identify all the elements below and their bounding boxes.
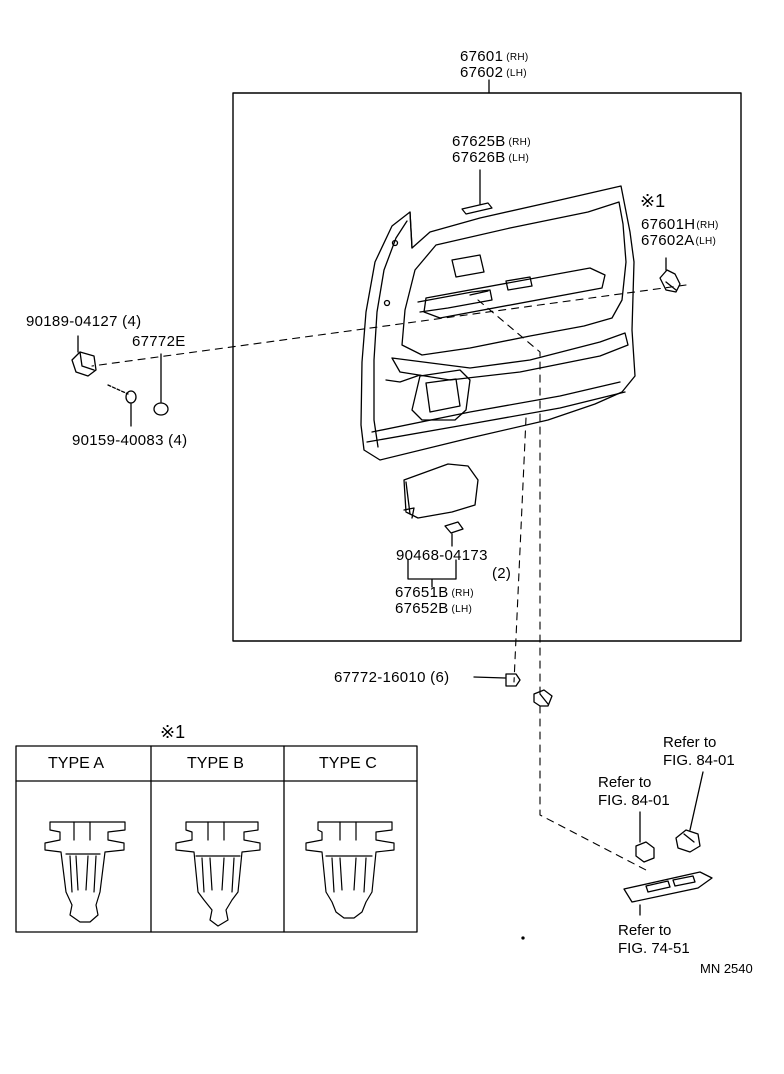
handle-part-rh: 67625B(RH) xyxy=(452,133,531,150)
nut-clip xyxy=(71,335,97,377)
fastener-clip-2 xyxy=(533,689,553,707)
retainer-qty: (2) xyxy=(492,565,512,582)
clip-type-c-drawing xyxy=(305,821,395,919)
fastener-part: 67772-16010 (6) xyxy=(334,669,450,686)
door-trim-panel xyxy=(360,185,636,461)
clip-type-b-drawing xyxy=(175,821,261,927)
cap-part: 67772E xyxy=(132,333,186,350)
switch-knob-1 xyxy=(635,811,655,863)
clip-note-marker: ※1 xyxy=(640,191,666,211)
handle-part-lh: 67626B(LH) xyxy=(452,149,530,166)
nut-clip-part: 90189-04127 (4) xyxy=(26,313,142,330)
assembly-frame xyxy=(232,92,742,642)
screw-cap xyxy=(153,353,169,416)
window-switch-base xyxy=(623,871,713,916)
clip-table-marker: ※1 xyxy=(160,722,186,742)
switch-knob-2 xyxy=(675,771,704,853)
ref-1-line-2: FIG. 84-01 xyxy=(663,752,735,769)
retainer-part: 90468-04173 xyxy=(396,547,488,564)
clip-dashed-line xyxy=(91,284,687,367)
clip-part-lh: 67602A(LH) xyxy=(641,232,717,249)
fastener-clip xyxy=(473,673,521,687)
clip-type-table xyxy=(15,745,418,933)
ref-3-line-1: Refer to xyxy=(618,922,672,939)
pocket-panel xyxy=(403,463,479,519)
switch-dashed-line xyxy=(477,299,647,871)
ref-1-line-1: Refer to xyxy=(663,734,717,751)
clip-type-b-header: TYPE B xyxy=(187,755,244,772)
clip-part-rh: 67601H(RH) xyxy=(641,216,719,233)
retainer-clip xyxy=(444,521,464,547)
screw xyxy=(107,384,137,427)
clip-type-a-drawing xyxy=(44,821,126,923)
figure-code: MN 2540 xyxy=(700,961,753,976)
pocket-bracket xyxy=(407,559,457,588)
screw-part: 90159-40083 (4) xyxy=(72,432,188,449)
panel-part-lh: 67602(LH) xyxy=(460,64,527,81)
ref-2-line-1: Refer to xyxy=(598,774,652,791)
fastener-dashed-line xyxy=(513,417,527,683)
ref-2-line-2: FIG. 84-01 xyxy=(598,792,670,809)
pocket-part-lh: 67652B(LH) xyxy=(395,600,473,617)
clip-type-a-header: TYPE A xyxy=(48,755,105,772)
panel-part-rh: 67601(RH) xyxy=(460,48,529,65)
ref-3-line-2: FIG. 74-51 xyxy=(618,940,690,957)
handle-bezel xyxy=(461,202,493,215)
clip-type-c-header: TYPE C xyxy=(319,755,377,772)
pocket-part-rh: 67651B(RH) xyxy=(395,584,474,601)
trim-clip-1 xyxy=(659,257,681,293)
